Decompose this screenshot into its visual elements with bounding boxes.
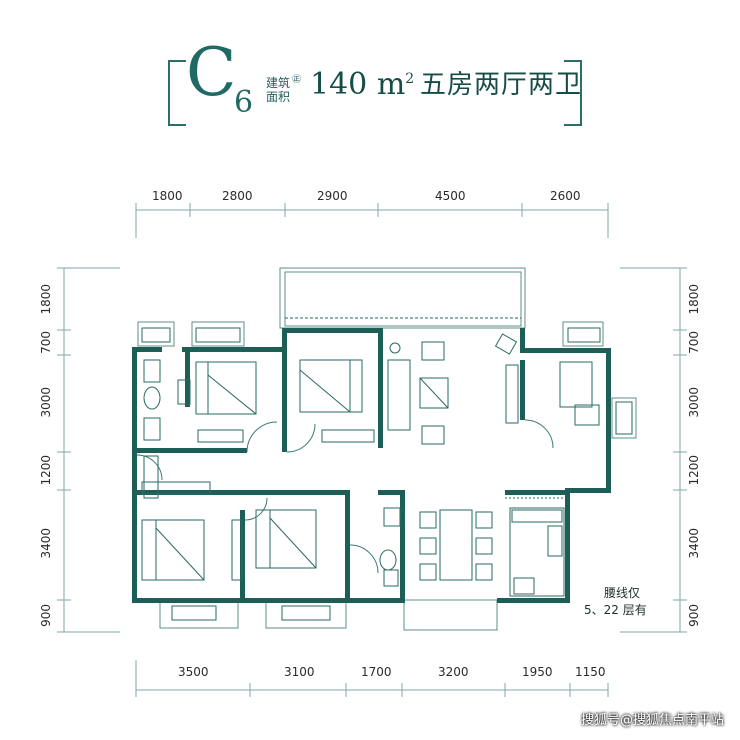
dim-left-5: 3400 [39,528,53,559]
dim-bottom-6: 1150 [575,665,606,679]
dim-right-4: 1200 [687,455,701,486]
dim-bottom-3: 1700 [361,665,392,679]
watermark: 搜狐号@搜狐焦点南平站 [580,713,724,728]
area-label-line2: 面积 [266,90,291,104]
dim-right-3: 3000 [687,387,701,418]
dim-top-3: 2900 [317,189,348,203]
note-line1: 腰线仅 [604,586,641,600]
dim-right-1: 1800 [687,284,701,315]
dim-bottom-4: 3200 [438,665,469,679]
title-bracket-right [564,60,582,126]
dim-left-4: 1200 [39,455,53,486]
area-value: 140 m2 [310,67,415,102]
dimension-lines [57,203,687,697]
note-line2: 5、22 层有 [584,603,647,617]
dim-left-6: 900 [39,604,53,627]
dim-top-2: 2800 [222,189,253,203]
dim-top-1: 1800 [152,189,183,203]
unit-type-number: 6 [234,85,254,120]
dim-left-2: 700 [39,331,53,354]
dim-bottom-5: 1950 [522,665,553,679]
dim-top-4: 4500 [435,189,466,203]
walls [132,328,611,603]
dim-right-5: 3400 [687,528,701,559]
area-label-line1: 建筑 [266,76,291,90]
furniture [141,317,633,621]
layout-description: 五房两厅两卫 [420,70,583,100]
dim-right-2: 700 [687,331,701,354]
dim-left-3: 3000 [39,387,53,418]
dim-bottom-2: 3100 [284,665,315,679]
area-stamp-icon: ㊣ [292,75,302,85]
dim-bottom-1: 3500 [178,665,209,679]
dim-top-5: 2600 [550,189,581,203]
dim-left-1: 1800 [39,284,53,315]
unit-type-letter: C [186,34,237,111]
dim-right-6: 900 [687,604,701,627]
door-swings [136,419,554,574]
title-bracket-left [168,60,186,126]
